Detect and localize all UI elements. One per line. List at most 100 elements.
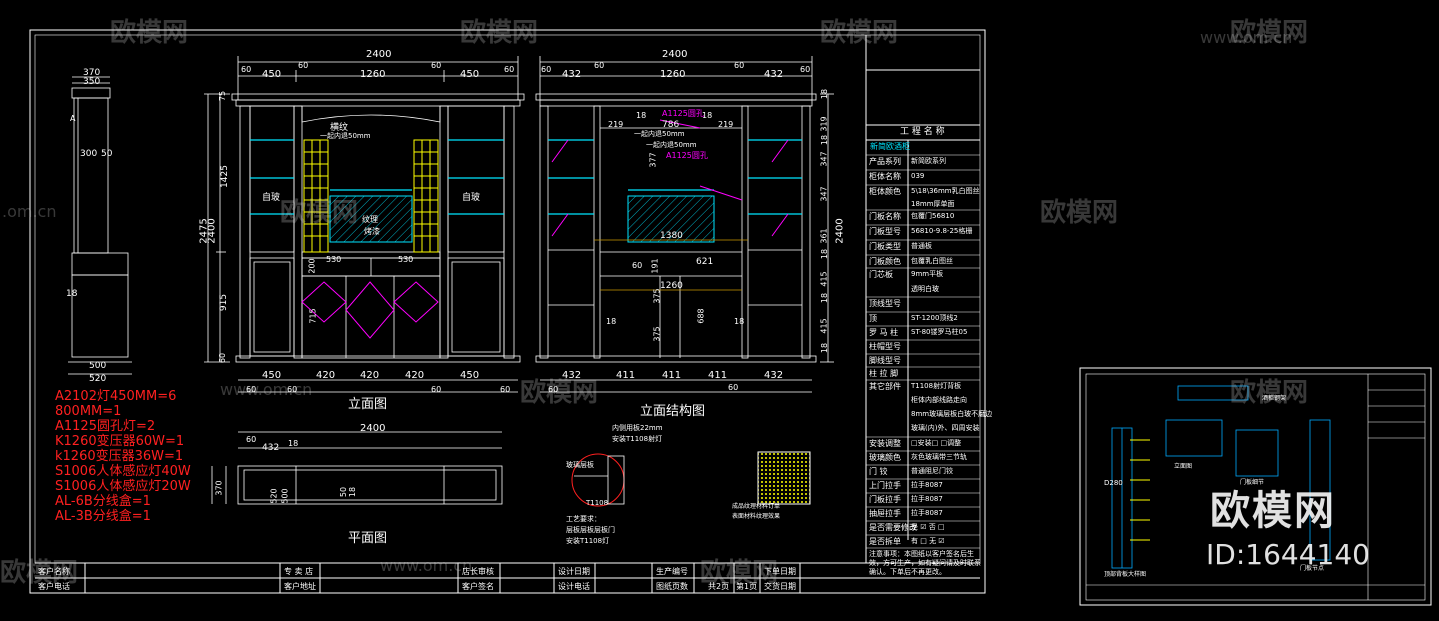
thumb-label: 门板细节 bbox=[1240, 479, 1265, 486]
detail-note: 玻璃层板 bbox=[566, 461, 594, 469]
bottom-cell: 图纸页数 bbox=[656, 582, 688, 591]
front-seg: 450 bbox=[460, 69, 480, 80]
plan-depth: 18 bbox=[348, 486, 358, 498]
struct-seg: 60 bbox=[594, 61, 605, 70]
struct-label: 一起内退50mm bbox=[646, 141, 697, 149]
plan-seg: 18 bbox=[288, 439, 299, 448]
spec-row-value: 包覆门56810 bbox=[911, 212, 955, 220]
struct-seg: 1260 bbox=[660, 69, 686, 80]
struct-label: 191 bbox=[650, 258, 660, 274]
struct-right-height: 415 bbox=[819, 318, 829, 334]
texture-note: 表面材料纹理效果 bbox=[732, 513, 781, 520]
front-total-width: 2400 bbox=[366, 49, 392, 60]
watermark-url: .om.cn bbox=[2, 202, 57, 221]
front-seg: 450 bbox=[262, 69, 282, 80]
spec-row-label: 玻璃颜色 bbox=[869, 453, 901, 462]
spec-row-label: 门板型号 bbox=[869, 227, 901, 236]
struct-right-height: 18 bbox=[820, 88, 830, 100]
struct-seg: 60 bbox=[541, 65, 552, 74]
spec-note: 注意事项：本图纸以客户签名后生效，方可生产，如有疑问请及时联系确认。下单后不再更… bbox=[869, 550, 981, 576]
front-label: 纹理 bbox=[362, 215, 378, 224]
parts-item: K1260变压器60W=1 bbox=[55, 434, 185, 449]
bottom-cell: 共2页 bbox=[708, 582, 730, 591]
bottom-cell: 客户电话 bbox=[38, 582, 70, 591]
struct-label: 18 bbox=[734, 317, 745, 326]
spec-row-value: 普通阻尼门铰 bbox=[911, 467, 953, 475]
bottom-cell: 生产编号 bbox=[656, 567, 688, 576]
detail-note: 层板层板层板门 bbox=[566, 526, 615, 534]
struct-total-width: 2400 bbox=[662, 49, 688, 60]
bottom-cell: 设计电话 bbox=[558, 582, 590, 591]
spec-row-label: 安装调整 bbox=[869, 439, 901, 448]
spec-row-value: 透明白玻 bbox=[911, 285, 939, 293]
bottom-cell: 专 卖 店 bbox=[284, 567, 314, 576]
parts-item: S1006人体感应灯40W bbox=[55, 464, 191, 479]
spec-row-label: 罗 马 柱 bbox=[869, 328, 899, 337]
struct-seg: 60 bbox=[734, 61, 745, 70]
spec-row-label: 顶 bbox=[869, 314, 877, 323]
struct-right-height: 361 bbox=[819, 228, 829, 244]
spec-row-label: 是否拆单 bbox=[869, 537, 901, 546]
watermark-url: www.om.cn bbox=[380, 556, 473, 575]
front-height: 75 bbox=[218, 90, 228, 102]
bottom-cell: 设计日期 bbox=[558, 567, 590, 576]
struct-label: 786 bbox=[662, 120, 680, 130]
struct-right-height: 319 bbox=[819, 116, 829, 132]
watermark-id: ID:1644140 bbox=[1206, 538, 1370, 571]
struct-bottom-seg: 60 bbox=[548, 385, 559, 394]
struct-label: 60 bbox=[632, 261, 643, 270]
front-bottom-seg: 60 bbox=[500, 385, 511, 394]
watermark-brand-large: 欧模网 bbox=[1210, 488, 1336, 534]
side-dim-520: 520 bbox=[89, 374, 107, 384]
spec-row-label: 门板拉手 bbox=[869, 495, 901, 504]
spec-row-value: 5\18\36mm乳白图丝 bbox=[911, 187, 980, 195]
spec-row-label: 抽屉拉手 bbox=[869, 509, 901, 518]
side-dim-50: 50 bbox=[101, 149, 113, 159]
texture-note: 成品纹理材料订单 bbox=[732, 503, 781, 510]
front-label: 一起内退50mm bbox=[320, 132, 371, 140]
struct-label: 一起内退50mm bbox=[634, 130, 685, 138]
spec-row-value: ST-1200顶线2 bbox=[911, 314, 958, 322]
structure-view-title: 立面结构图 bbox=[640, 404, 706, 419]
struct-label: 377 bbox=[648, 152, 658, 168]
plan-depth: 500 bbox=[280, 488, 290, 504]
spec-row-value: T1108射灯背板 bbox=[911, 382, 962, 390]
struct-label: 621 bbox=[696, 257, 714, 267]
parts-item: AL-3B分线盒=1 bbox=[55, 509, 151, 524]
bottom-cell: 客户地址 bbox=[284, 582, 316, 591]
struct-right-total: 2400 bbox=[834, 218, 846, 244]
front-seg: 60 bbox=[431, 61, 442, 70]
struct-right-height: 415 bbox=[819, 271, 829, 287]
spec-row-label: 其它部件 bbox=[869, 382, 901, 391]
struct-right-height: 18 bbox=[820, 248, 830, 260]
front-label: 715 bbox=[308, 308, 318, 324]
struct-label: 375 bbox=[652, 326, 662, 342]
side-dim-370: 370 bbox=[83, 68, 101, 78]
spec-row-label: 门芯板 bbox=[869, 270, 893, 279]
spec-row-value: 039 bbox=[911, 172, 925, 180]
watermark-url: www.om.cn bbox=[220, 380, 313, 399]
struct-label: A1125圆孔 bbox=[662, 109, 704, 118]
struct-seg: 60 bbox=[800, 65, 811, 74]
struct-label: 18 bbox=[636, 111, 647, 120]
spec-row-label: 产品系列 bbox=[869, 157, 901, 166]
plan-view-title: 平面图 bbox=[348, 531, 388, 546]
spec-row-label: 柜体颜色 bbox=[869, 187, 901, 196]
detail-note: 工艺要求： bbox=[566, 515, 601, 523]
front-bottom-seg: 60 bbox=[287, 385, 298, 394]
struct-label: 219 bbox=[608, 120, 624, 129]
front-height-inner: 2400 bbox=[206, 218, 218, 244]
spec-row-label: 柱 拉 脚 bbox=[869, 369, 899, 378]
struct-right-height: 18 bbox=[820, 134, 830, 146]
plan-depth: 520 bbox=[269, 488, 279, 504]
front-label: 烤漆 bbox=[364, 227, 380, 236]
spec-row-label: 门板颜色 bbox=[869, 257, 901, 266]
front-label: 530 bbox=[398, 255, 414, 264]
bottom-cell: 下单日期 bbox=[764, 567, 796, 576]
front-label: 530 bbox=[326, 255, 342, 264]
front-seg: 60 bbox=[241, 65, 252, 74]
spec-row-label: 柜体名称 bbox=[869, 172, 901, 181]
side-dim-500: 500 bbox=[89, 361, 107, 371]
struct-label: 375 bbox=[652, 288, 662, 304]
spec-row-label: 脚线型号 bbox=[869, 356, 901, 365]
